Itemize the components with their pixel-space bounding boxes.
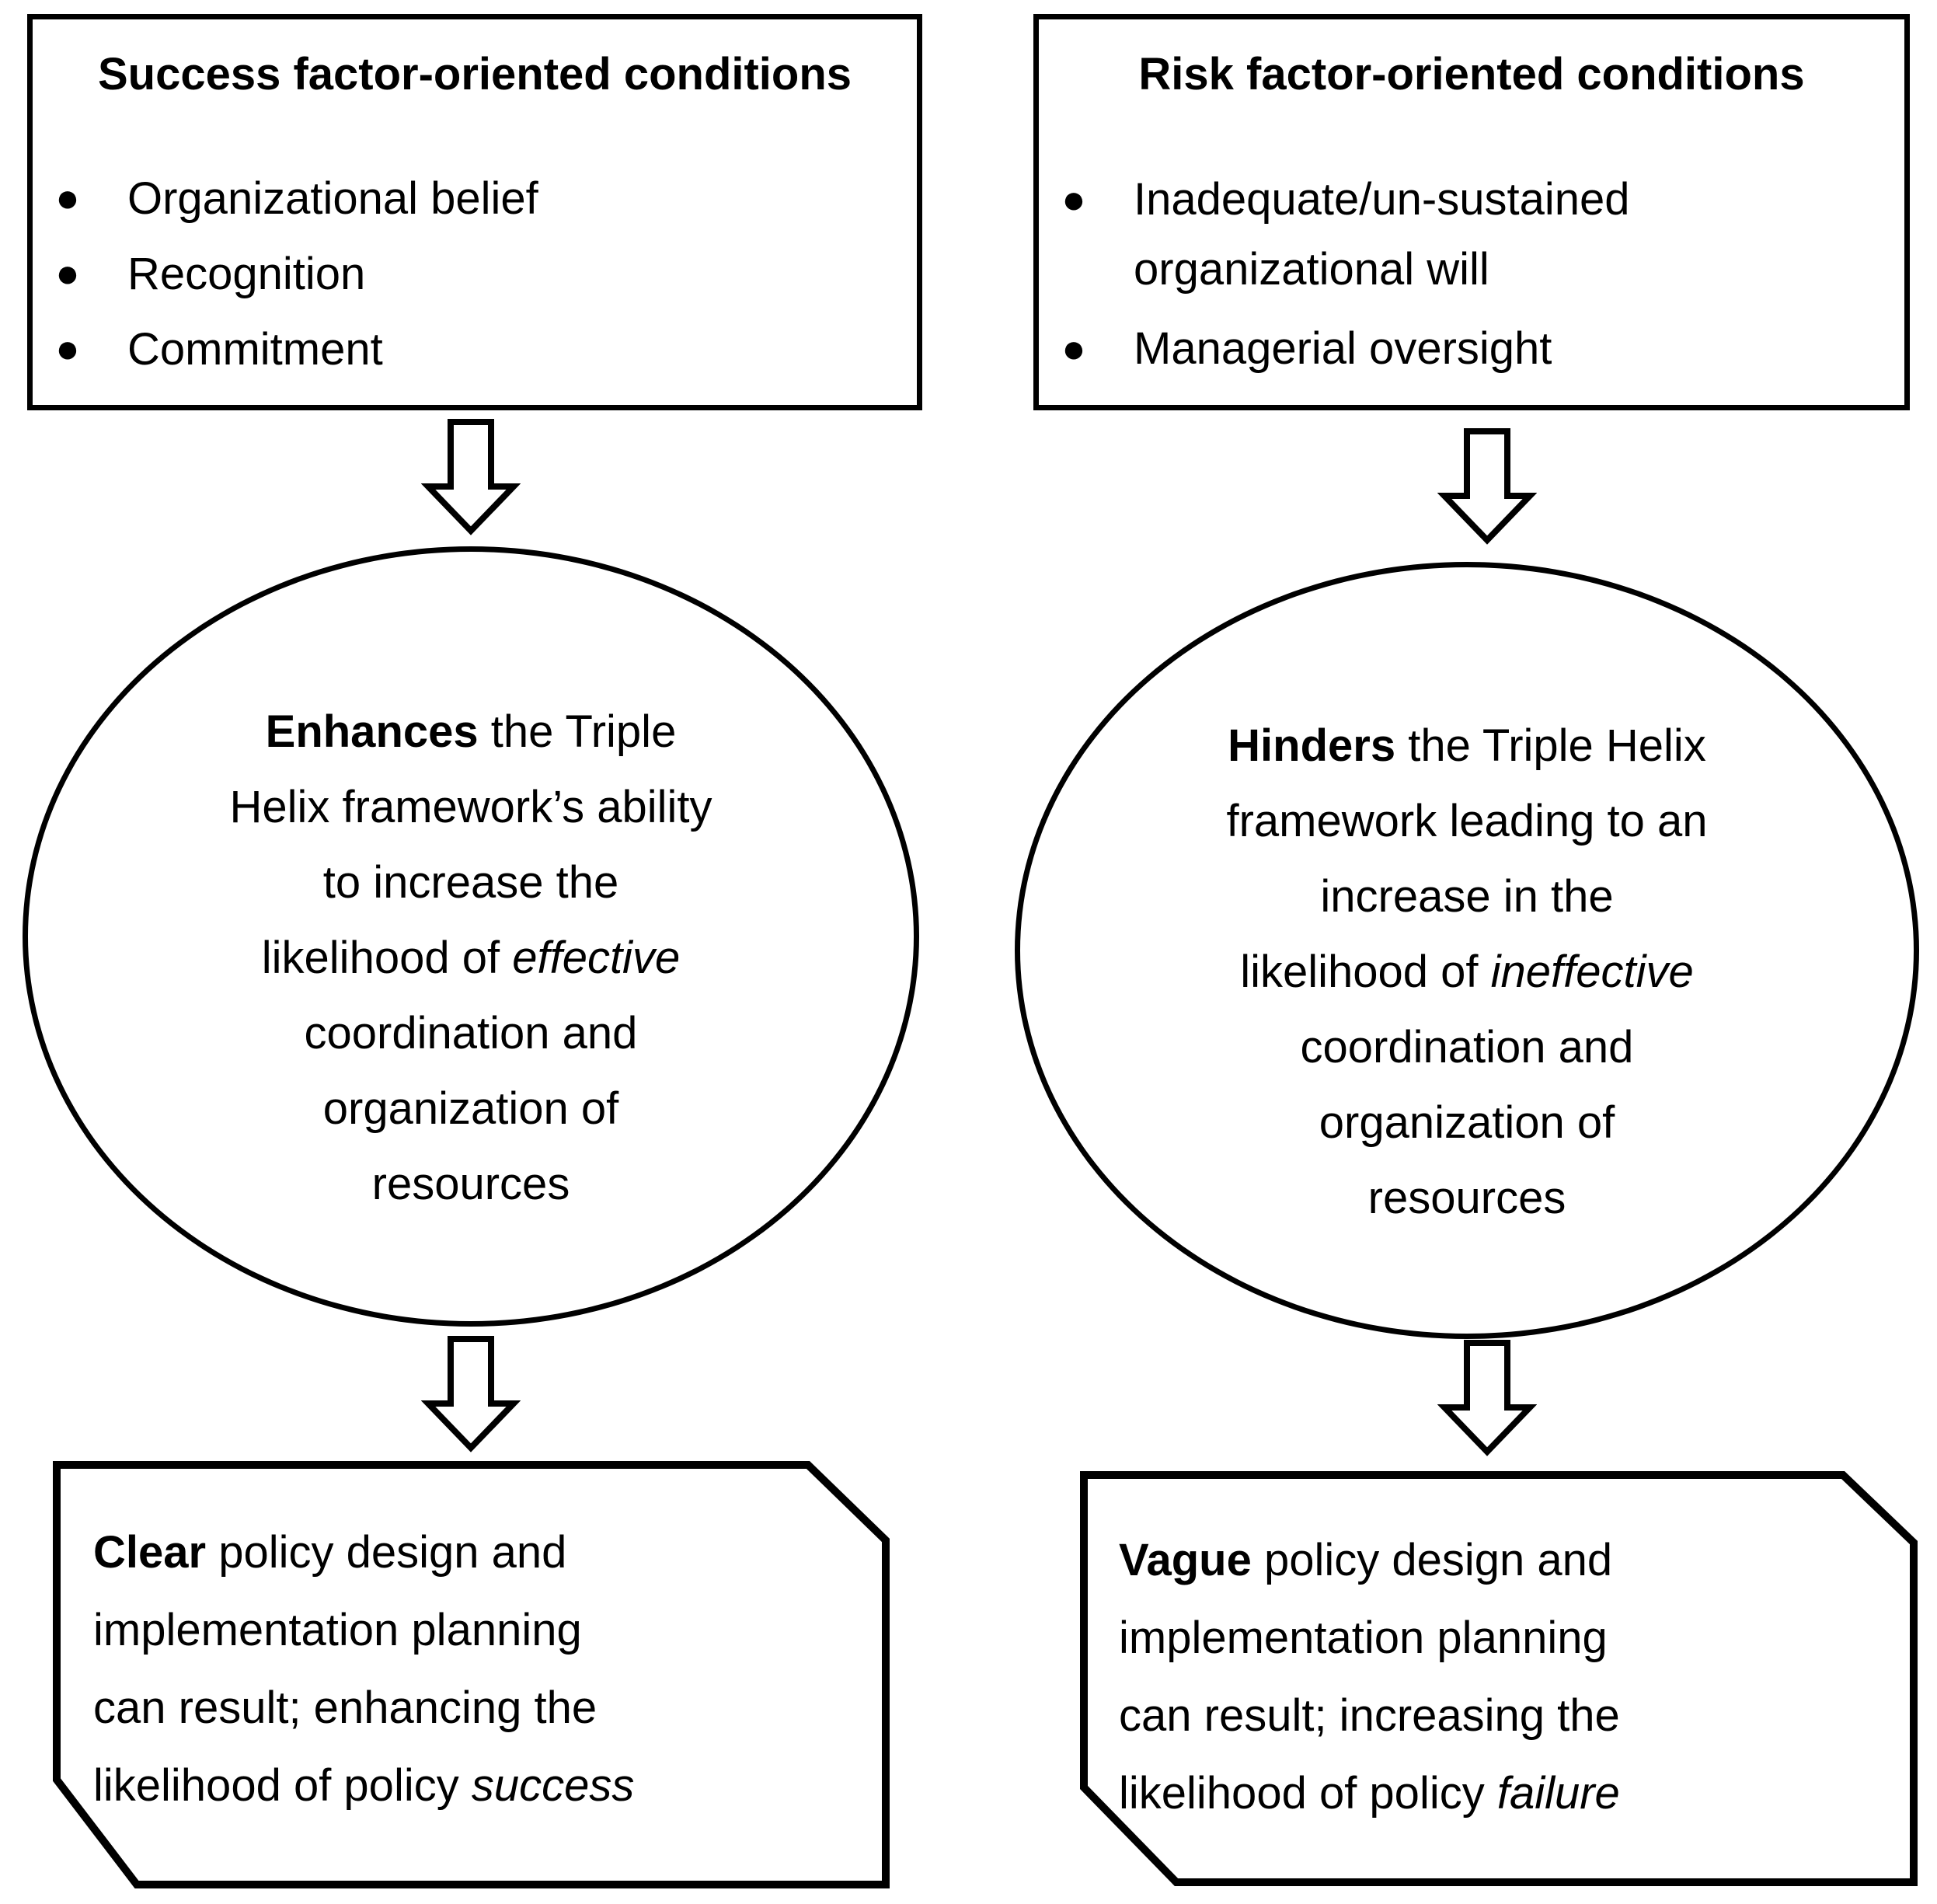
text-line: organization of: [322, 1083, 619, 1134]
success-conditions-box: Success factor-oriented conditions ● Org…: [27, 14, 922, 410]
text-line: likelihood of effective: [261, 933, 681, 983]
text-line: Helix framework’s ability: [229, 782, 712, 832]
text-line: implementation planning: [93, 1605, 582, 1655]
text-line: likelihood of policy failure: [1119, 1768, 1620, 1819]
bullet-text: Organizational belief: [127, 161, 538, 236]
text-line: coordination and: [1300, 1022, 1634, 1072]
text-line: can result; enhancing the: [93, 1683, 597, 1733]
risk-conditions-box: Risk factor-oriented conditions ● Inadeq…: [1033, 14, 1910, 410]
clear-policy-box: [53, 1461, 890, 1888]
bullet-text: Commitment: [127, 312, 383, 387]
hinders-ellipse-text: Hinders the Triple Helix framework leadin…: [1227, 708, 1708, 1236]
bullet-text: Managerial oversight: [1134, 314, 1552, 384]
list-item: ● Organizational belief: [52, 161, 901, 236]
down-arrow-icon: [1437, 1340, 1537, 1456]
bullet-icon: ●: [55, 251, 80, 296]
down-arrow-icon: [1437, 428, 1537, 545]
list-item: ● Commitment: [52, 312, 901, 387]
text-line: increase in the: [1320, 871, 1614, 922]
text-line: framework leading to an: [1226, 796, 1708, 846]
bullet-icon: ●: [55, 176, 80, 221]
list-item: ● Recognition: [52, 236, 901, 312]
text-line: can result; increasing the: [1119, 1690, 1620, 1741]
risk-conditions-bullet-list: ● Inadequate/un-sustained organizational …: [1039, 165, 1889, 393]
text-line: resources: [371, 1159, 570, 1209]
bullet-icon: ●: [1061, 177, 1086, 222]
text-line: resources: [1367, 1173, 1566, 1223]
hinders-ellipse: Hinders the Triple Helix framework leadin…: [1015, 562, 1919, 1339]
success-conditions-title: Success factor-oriented conditions: [97, 49, 852, 99]
text-line: likelihood of policy success: [93, 1760, 635, 1811]
text-line: Organizational belief: [127, 173, 538, 224]
vague-policy-box: [1080, 1471, 1918, 1886]
bullet-icon: ●: [55, 326, 80, 371]
clear-policy-text: Clear policy design and implementation pl…: [93, 1514, 634, 1825]
text-line: likelihood of ineffective: [1240, 947, 1694, 997]
risk-conditions-title: Risk factor-oriented conditions: [1138, 49, 1805, 99]
text-line: Vague policy design and: [1119, 1535, 1613, 1585]
text-line: Hinders the Triple Helix: [1228, 720, 1706, 771]
vague-policy-text: Vague policy design and implementation pl…: [1119, 1522, 1620, 1833]
text-line: organizational will: [1134, 244, 1489, 295]
text-line: Inadequate/un-sustained: [1134, 174, 1630, 225]
bullet-text: Inadequate/un-sustained organizational wi…: [1134, 165, 1630, 305]
success-conditions-bullet-list: ● Organizational belief ● Recognition ● …: [33, 161, 901, 387]
text-line: Recognition: [127, 249, 366, 299]
down-arrow-icon: [421, 419, 521, 535]
text-line: Enhances the Triple: [265, 706, 677, 757]
text-line: Clear policy design and: [93, 1527, 567, 1578]
bullet-text: Recognition: [127, 236, 365, 312]
text-line: organization of: [1319, 1097, 1615, 1148]
text-line: Managerial oversight: [1134, 323, 1552, 374]
text-line: to increase the: [322, 857, 619, 908]
list-item: ● Inadequate/un-sustained organizational …: [1058, 165, 1889, 305]
text-line: implementation planning: [1119, 1613, 1608, 1663]
text-line: coordination and: [304, 1008, 638, 1058]
text-line: Commitment: [127, 324, 383, 375]
down-arrow-icon: [421, 1336, 521, 1452]
list-item: ● Managerial oversight: [1058, 314, 1889, 384]
bullet-icon: ●: [1061, 326, 1086, 371]
